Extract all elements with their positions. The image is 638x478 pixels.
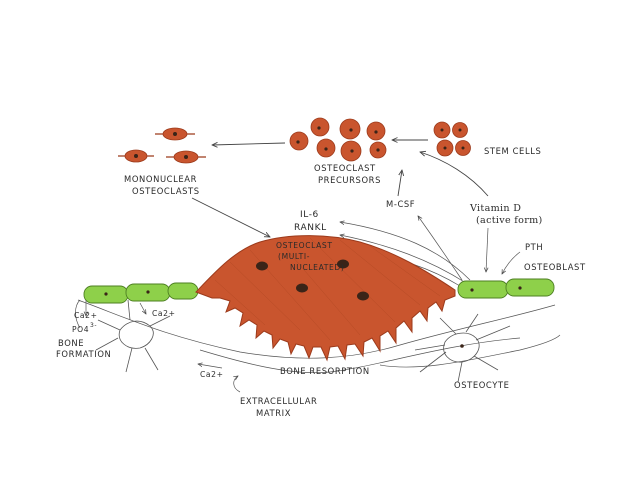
- mononuclear-osteoclasts: [118, 127, 206, 164]
- label-ca-mid: Ca2+: [152, 309, 176, 318]
- arrow-ca-mid: [139, 302, 146, 314]
- label-oc-multi-2: (MULTI-: [278, 252, 310, 261]
- arrow-il6: [340, 222, 471, 281]
- arrow-mononuclear-to-osteoclast: [191, 197, 270, 237]
- label-precursors-1: OSTEOCLAST: [314, 163, 376, 173]
- osteocyte-right: [414, 313, 511, 383]
- label-il6: IL-6: [300, 210, 319, 220]
- arrow-precursors-to-mononuclear: [212, 143, 286, 145]
- precursor-cell: [289, 131, 309, 151]
- osteoclast-precursors: [289, 117, 387, 162]
- label-osteocyte: OSTEOCYTE: [454, 380, 510, 390]
- mononuclear-cell: [166, 150, 206, 164]
- stem-cell: [455, 140, 471, 156]
- osteocyte-left: [95, 299, 171, 373]
- arrow-po4: [75, 299, 81, 329]
- label-ca-left: Ca2+: [74, 311, 98, 320]
- label-bone-formation-1: BONE: [58, 338, 84, 348]
- label-precursors-2: PRECURSORS: [318, 175, 381, 185]
- label-ecm-1: EXTRACELLULAR: [240, 396, 317, 406]
- osteoblasts-right: [457, 278, 555, 299]
- osteoblasts-left: [83, 282, 199, 304]
- precursor-cell: [369, 141, 387, 159]
- label-ecm-2: MATRIX: [256, 408, 291, 418]
- label-oc-multi-3: NUCLEATED): [290, 263, 344, 272]
- stem-cell: [452, 122, 468, 138]
- arrow-vitd-to-osteoblast: [486, 227, 488, 272]
- label-vitamin-d-1: Vitamin D: [469, 203, 521, 214]
- precursor-cell: [310, 117, 330, 137]
- arrow-ecm: [234, 376, 241, 393]
- label-oc-multi-1: OSTEOCLAST: [276, 241, 333, 250]
- label-po4-sup: 3-: [90, 322, 97, 329]
- stem-cell: [433, 121, 451, 139]
- precursor-cell: [340, 140, 362, 162]
- arrow-mcsf: [418, 216, 463, 281]
- label-mononuclear-2: OSTEOCLASTS: [132, 186, 200, 196]
- osteoclast-multinucleated: [195, 235, 456, 362]
- bone-matrix: [77, 299, 561, 373]
- precursor-cell: [366, 121, 386, 141]
- label-osteoblast: OSTEOBLAST: [524, 262, 586, 272]
- label-stem-cells: STEM CELLS: [484, 146, 541, 156]
- stem-cell: [436, 139, 454, 157]
- arrow-ca-bottom: [198, 364, 223, 369]
- mononuclear-cell: [155, 127, 195, 141]
- label-pth: PTH: [525, 242, 543, 252]
- label-ca-bottom: Ca2+: [200, 370, 224, 379]
- label-bone-formation-2: FORMATION: [56, 349, 111, 359]
- arrow-vitd-to-precursors: [420, 152, 489, 197]
- label-rankl: RANKL: [294, 223, 327, 233]
- arrow-mcsf-to-precursors: [397, 170, 402, 197]
- stem-cells: [433, 121, 471, 157]
- precursor-cell: [316, 138, 336, 158]
- label-bone-resorption: BONE RESORPTION: [280, 366, 370, 376]
- label-vitamin-d-2: (active form): [476, 215, 543, 226]
- arrow-pth-to-osteoblast: [502, 251, 521, 274]
- label-po4: PO4: [72, 325, 89, 334]
- precursor-cell: [339, 118, 361, 140]
- mononuclear-cell: [118, 149, 154, 163]
- arrow-rankl: [340, 235, 467, 284]
- label-mononuclear-1: MONONUCLEAR: [124, 174, 197, 184]
- label-mcsf: M-CSF: [386, 199, 415, 209]
